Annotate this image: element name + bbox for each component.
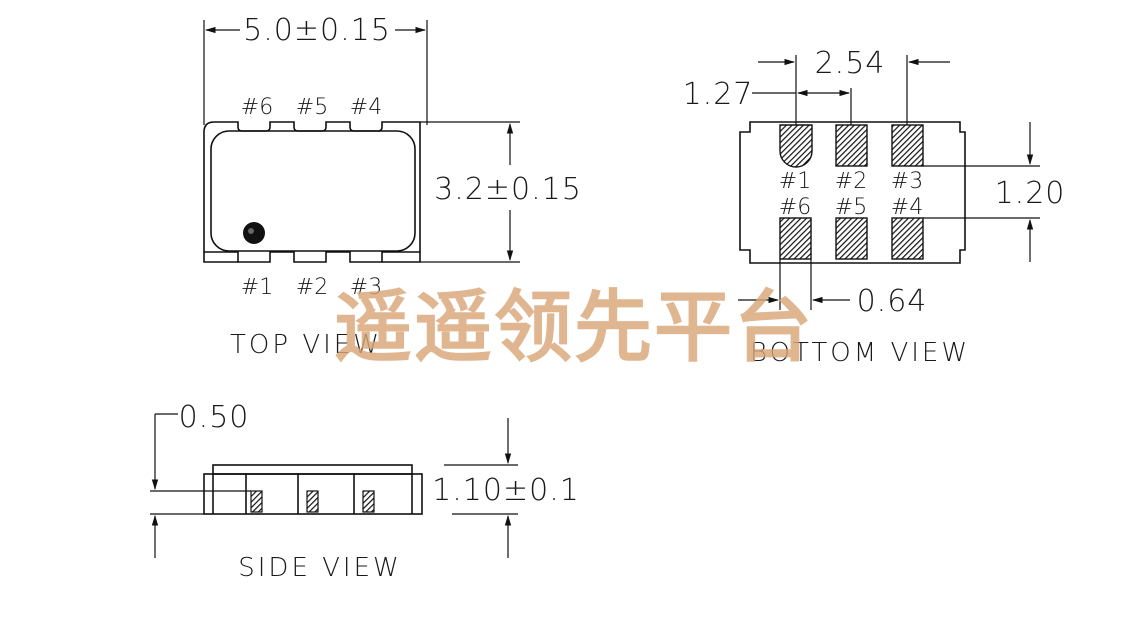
bottom-pin-label: #1 [779,169,811,194]
side-pad-height-dimension: 0.50 [179,400,250,435]
top-view-title: TOP VIEW [230,330,382,360]
top-view: 5.0±0.15 3.2±0.15 #6 #5 #4 #1 #2 #3 TOP … [203,13,582,360]
bottom-view: 2.54 1.27 1.20 0.64 #1 #2 #3 #6 #5 #4 BO… [683,46,1066,368]
side-pad [250,490,263,513]
top-view-width-dimension: 5.0±0.15 [243,13,391,48]
bottom-pin-label: #4 [891,195,923,220]
top-pin-label: #4 [350,95,382,120]
pad-1 [779,124,813,168]
bottom-pin-label: #5 [835,195,867,220]
bottom-view-package-outline [739,121,966,264]
bottom-pin-label: #6 [779,195,811,220]
bottom-view-title: BOTTOM VIEW [750,338,970,368]
pin1-indicator-dot [243,222,265,244]
pad-gap-dimension: 1.20 [995,176,1066,211]
top-view-package-outline [203,121,421,263]
top-pin-label: #1 [241,275,273,300]
side-view-body [203,473,423,515]
top-pin-label: #6 [241,95,273,120]
pad-width-dimension: 0.64 [857,284,928,319]
top-pin-label: #5 [296,95,328,120]
pad-3 [891,124,924,167]
top-view-lid [210,130,416,252]
watermark: 遥遥领先平台 [334,283,814,373]
side-view-title: SIDE VIEW [238,553,401,583]
top-pin-label: #3 [350,275,382,300]
pad-offset-dimension: 1.27 [683,77,754,112]
pad-6 [779,217,812,260]
side-view-lid [212,464,413,475]
side-pad [362,490,375,513]
side-pad [306,490,319,513]
bottom-pin-label: #3 [891,169,923,194]
pad-2 [835,124,868,167]
top-view-height-dimension: 3.2±0.15 [434,172,582,207]
pad-pitch-dimension: 2.54 [815,46,886,81]
side-view: 0.50 1.10±0.1 SIDE VIEW [150,400,580,583]
pad-4 [891,217,924,260]
side-height-dimension: 1.10±0.1 [432,473,580,508]
bottom-pin-label: #2 [835,169,867,194]
top-pin-label: #2 [296,275,328,300]
pad-5 [835,217,868,260]
